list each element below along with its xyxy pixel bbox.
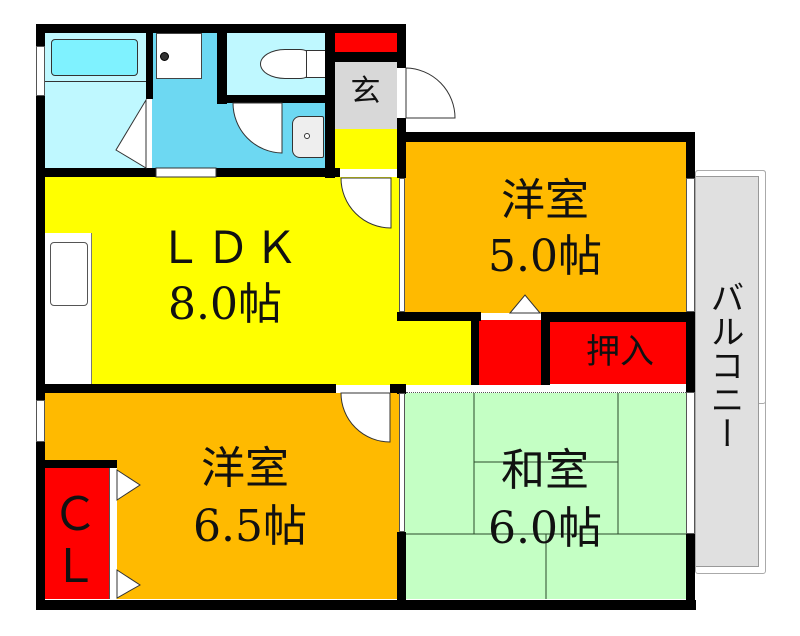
basin-drain-icon	[304, 133, 310, 139]
wall	[686, 312, 695, 392]
wall	[686, 132, 695, 178]
wall	[216, 168, 340, 177]
wall	[36, 460, 117, 468]
bathtub	[51, 39, 138, 76]
wall	[397, 532, 406, 610]
wall	[36, 168, 156, 177]
wall	[397, 312, 481, 321]
balcony-floor	[695, 176, 759, 567]
wall	[541, 312, 550, 387]
closet-label: ＣＬ	[52, 487, 98, 593]
wall	[36, 384, 336, 393]
shoe-box-fill	[335, 32, 398, 52]
window	[686, 178, 695, 312]
ldk-room	[44, 177, 399, 385]
wall	[397, 384, 406, 394]
japanese-room-size: 6.0帖	[488, 503, 602, 554]
western-room-north-label: 洋室	[501, 175, 589, 226]
entrance	[334, 61, 397, 129]
ldk-extension	[399, 320, 471, 385]
wall	[397, 132, 695, 142]
western-room-north	[405, 141, 687, 313]
window	[399, 178, 405, 312]
wall	[541, 312, 695, 322]
wall	[146, 24, 153, 99]
closet	[44, 467, 109, 599]
japanese-room-label: 和室	[501, 445, 589, 496]
wall	[686, 534, 695, 610]
western-room-south-size: 6.5帖	[193, 501, 307, 552]
sliding-door	[406, 385, 686, 393]
western-room-north-size: 5.0帖	[488, 231, 602, 282]
window	[36, 400, 45, 442]
wall	[325, 52, 405, 62]
oshiire	[550, 322, 687, 384]
oshiire-label: 押入	[586, 332, 654, 372]
drain-icon	[160, 52, 169, 61]
window	[399, 393, 405, 532]
balcony-label: バルコニー	[704, 280, 744, 450]
wall	[36, 600, 696, 610]
wall	[397, 118, 406, 178]
wall	[217, 95, 277, 103]
wall	[277, 95, 327, 103]
western-room-south-label: 洋室	[201, 443, 289, 494]
storage-small	[479, 320, 541, 385]
wall	[217, 24, 227, 104]
entrance-label: 玄	[350, 74, 381, 109]
window	[36, 46, 45, 96]
ldk-label: ＬＤＫ	[158, 223, 302, 274]
entrance-floor	[334, 129, 397, 169]
wall	[325, 24, 335, 178]
storage-small-door	[479, 314, 541, 320]
window	[686, 392, 695, 534]
wall	[471, 312, 479, 387]
balcony-outline	[695, 170, 766, 574]
ldk-size: 8.0帖	[168, 279, 282, 330]
wall	[36, 24, 45, 610]
closet-door-strip	[109, 467, 117, 599]
kitchen-sink	[50, 242, 88, 306]
wall	[397, 24, 406, 68]
bathtub-edge	[44, 81, 146, 82]
